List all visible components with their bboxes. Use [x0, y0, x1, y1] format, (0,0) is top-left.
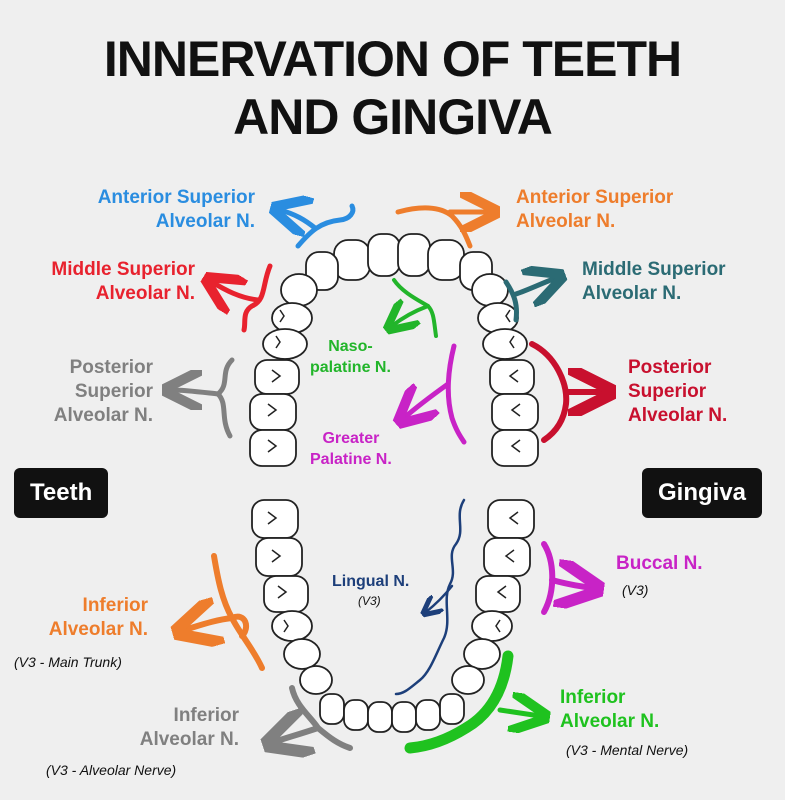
- greater-palatine-nerve: [404, 343, 467, 445]
- page-title-line-1: INNERVATION OF TEETH: [103, 31, 682, 87]
- upper-tooth-details: [267, 309, 521, 453]
- upper-incisors: [305, 233, 493, 291]
- upper-arch-teeth: [249, 233, 539, 467]
- upper-molars: [249, 359, 539, 467]
- lower-incisors: [319, 693, 465, 733]
- msa-teeth-nerve: [212, 263, 273, 333]
- nasopalatine-nerve: [392, 278, 438, 338]
- lingual-nerve: [394, 498, 466, 696]
- lower-molars: [251, 499, 535, 613]
- buccal-note: (V3): [622, 582, 649, 598]
- asa-teeth-nerve: [280, 206, 356, 249]
- psa-gingiva-nerve: [529, 341, 604, 443]
- buccal-nerve: [541, 541, 592, 615]
- gingiva-tag: Gingiva: [642, 468, 763, 518]
- ian-mental-note: (V3 - Mental Nerve): [566, 742, 689, 758]
- lingual-label: Lingual N.: [332, 573, 410, 590]
- ian-mental-branch: [497, 710, 540, 716]
- asa-gingiva-nerve: [395, 208, 490, 249]
- psa-teeth-nerve: [172, 357, 235, 439]
- ian-alveolar-note: (V3 - Alveolar Nerve): [46, 762, 177, 778]
- teeth-tag: Teeth: [14, 468, 109, 518]
- page-title-line-2: AND GINGIVA: [233, 89, 553, 145]
- lower-premolars-canines: [271, 610, 513, 695]
- ian-mental-nerve: [404, 650, 514, 754]
- msa-gingiva-nerve: [503, 278, 556, 323]
- ian-alveolar-nerve: [274, 685, 353, 748]
- upper-canines-premolars: [262, 273, 528, 360]
- lower-arch-teeth: [251, 499, 535, 733]
- ian-teeth-nerve: [184, 553, 265, 671]
- nasopalatine-label: Naso-palatine N.: [310, 338, 391, 376]
- lingual-note: (V3): [358, 594, 381, 608]
- lower-tooth-details: [267, 511, 519, 633]
- ian-teeth-note: (V3 - Main Trunk): [14, 654, 122, 670]
- buccal-label: Buccal N.: [616, 553, 703, 574]
